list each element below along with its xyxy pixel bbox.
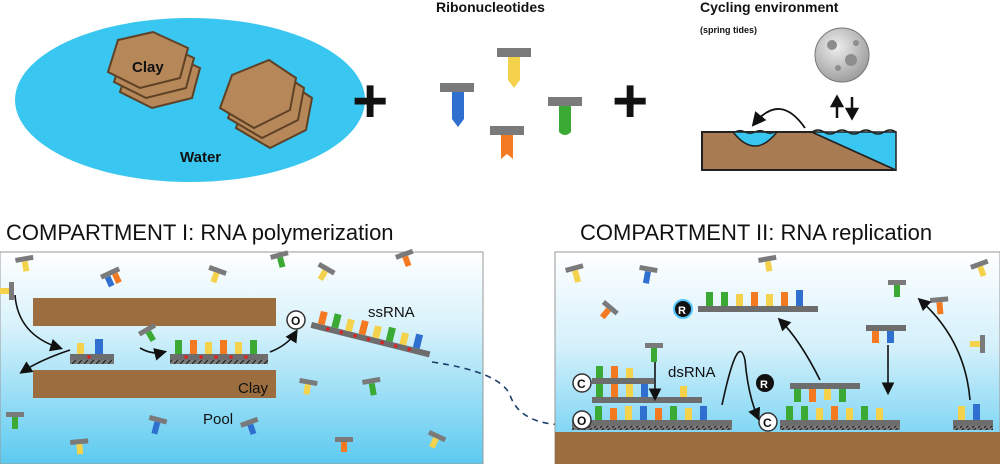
sea-water (811, 131, 897, 172)
compartment2-panel: R (554, 251, 1000, 464)
tide-arrows-icon (829, 94, 860, 121)
compartment1-title: COMPARTMENT I: RNA polymerization (6, 220, 394, 245)
tide-pool (731, 131, 779, 147)
ssrna-label: ssRNA (368, 304, 415, 321)
process-arrows-c1 (14, 294, 298, 374)
ribonucleotides-title: Ribonucleotides (436, 0, 545, 15)
mid-polymer (170, 340, 268, 364)
r-strand-top: R (673, 290, 818, 319)
svg-text:O: O (577, 414, 586, 428)
svg-text:R: R (678, 305, 686, 317)
ssrna-strand (310, 310, 431, 358)
clay-plate-upper (33, 298, 276, 326)
dsrna-stack-left (572, 366, 732, 430)
pool-label: Pool (203, 411, 233, 428)
r-marker-2: R (756, 374, 774, 392)
right-template-strand (866, 325, 906, 343)
clay-water-oval-group: Clay Water (15, 18, 365, 182)
compartment1-panel: Clay Pool (0, 248, 484, 464)
process-arrows-c2 (648, 297, 971, 421)
svg-text:R: R (760, 379, 768, 391)
o-marker-c2: O (572, 410, 592, 430)
clay-plate-lower (33, 370, 276, 398)
svg-text:C: C (763, 416, 772, 430)
short-polymer (70, 339, 114, 364)
dashed-connector (431, 361, 572, 432)
c-marker-1: C (572, 373, 592, 393)
clay-stack-left (106, 30, 202, 110)
clay-label-top: Clay (132, 59, 164, 76)
nucleotide-green (548, 97, 582, 135)
dsrna-label: dsRNA (668, 364, 716, 381)
plus-sign-2: + (612, 67, 648, 136)
clay-label-c1: Clay (238, 380, 269, 397)
o-marker-c1: O (286, 310, 306, 330)
cycling-environment-group: Cycling environment (spring tides) (700, 0, 897, 172)
ribonucleotides-group (440, 48, 582, 159)
moon-icon (814, 27, 870, 83)
right-floor-strand (953, 404, 993, 430)
nucleotide-orange (490, 126, 524, 159)
c-marker-2: C (758, 412, 778, 432)
clay-stack-right (218, 58, 314, 150)
nucleotide-yellow (497, 48, 531, 88)
plus-sign-1: + (352, 67, 388, 136)
compartment2-title: COMPARTMENT II: RNA replication (580, 220, 932, 245)
svg-text:C: C (577, 377, 586, 391)
free-nucleotides-c1 (0, 248, 447, 455)
cycle-arrow (751, 108, 806, 129)
nucleotide-blue (440, 83, 474, 127)
svg-text:O: O (291, 314, 300, 328)
clay-floor (555, 432, 1000, 464)
dsrna-stack-middle (780, 383, 900, 430)
water-label: Water (180, 149, 221, 166)
cycling-subtitle: (spring tides) (700, 25, 757, 35)
cycling-title: Cycling environment (700, 0, 839, 15)
